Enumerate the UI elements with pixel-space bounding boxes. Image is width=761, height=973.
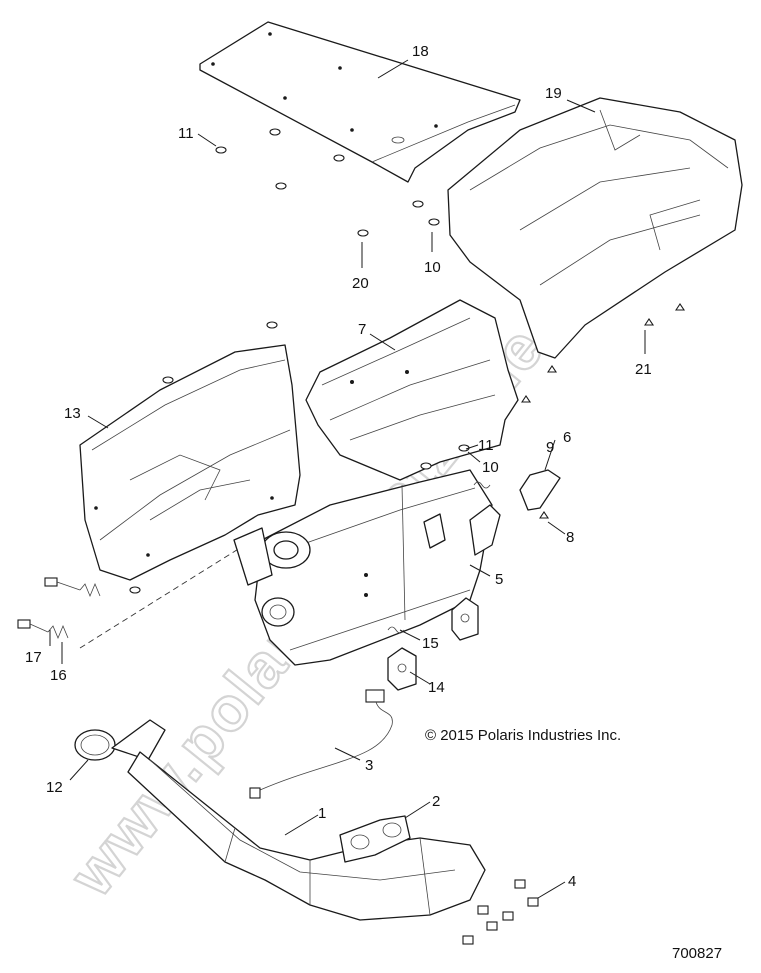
callout-21: 21 [635,361,652,378]
copyright-notice: © 2015 Polaris Industries Inc. [425,727,621,744]
part-16-17-bolts-springs [17,577,101,640]
callout-11-b: 11 [478,437,494,454]
part-5-muffler [233,469,501,666]
callout-18: 18 [412,43,429,60]
callout-14: 14 [428,679,445,696]
part-3-oxygen-sensor [249,689,393,799]
callout-10: 10 [424,259,441,276]
part-1-head-pipe [111,719,486,921]
callout-5: 5 [495,571,503,588]
callout-16: 16 [50,667,67,684]
part-7-heat-shield [305,299,519,481]
callout-2: 2 [432,793,440,810]
callout-13: 13 [64,405,81,422]
callout-12: 12 [46,779,63,796]
part-4-bolts [462,879,539,945]
callout-7: 7 [358,321,366,338]
callout-9: 9 [546,439,554,456]
part-13-heat-shield [79,344,301,581]
callout-15: 15 [422,635,439,652]
callout-4: 4 [568,873,576,890]
callout-10-b: 10 [482,459,499,476]
callout-11: 11 [178,125,194,142]
drawing-number: 700827 [672,945,722,962]
part-12-gasket [74,729,116,761]
part-18-heat-shield-plate [199,21,521,183]
part-15-springs [387,481,491,634]
callout-3: 3 [365,757,373,774]
callout-17: 17 [25,649,42,666]
fasteners [129,128,686,594]
callout-8: 8 [566,529,574,546]
part-6-end-cap [519,469,561,511]
part-2-gasket [339,815,411,863]
leader-lines [49,59,646,899]
callout-1: 1 [318,805,326,822]
part-19-heat-shield [447,97,743,359]
callout-19: 19 [545,85,562,102]
callout-6: 6 [563,429,571,446]
callout-labels: 18 19 11 10 20 21 7 13 11 10 9 6 8 5 15 … [25,43,652,890]
part-14-rubber-mounts [387,597,479,691]
callout-20: 20 [352,275,369,292]
